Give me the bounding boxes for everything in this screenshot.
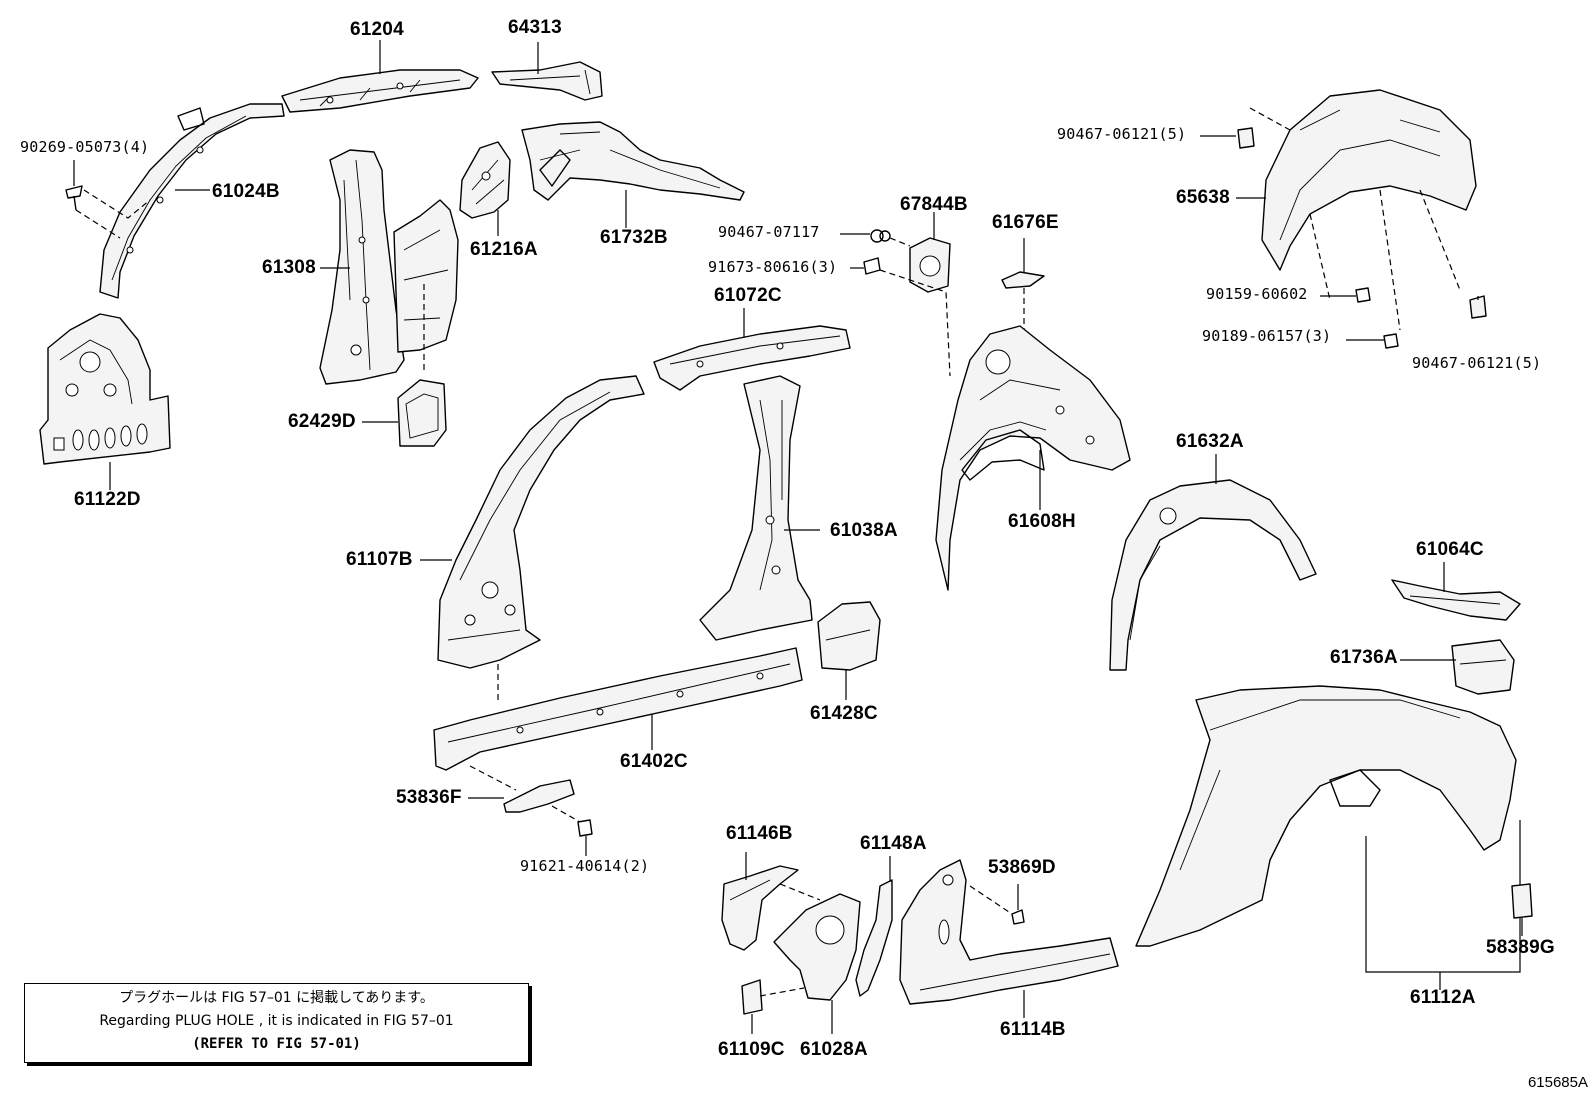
- label-90467-06121-bottom: 90467-06121(5): [1412, 354, 1542, 372]
- label-61216A: 61216A: [470, 239, 538, 260]
- part-61122D: [39, 313, 171, 490]
- label-61676E: 61676E: [992, 212, 1059, 233]
- part-61402C: [433, 647, 803, 771]
- part-61064C: [1391, 562, 1521, 621]
- label-61632A: 61632A: [1176, 431, 1244, 452]
- label-61038A: 61038A: [830, 520, 898, 541]
- label-61122D: 61122D: [74, 489, 141, 510]
- part-53869D: [969, 884, 1025, 925]
- label-61148A: 61148A: [860, 833, 927, 854]
- note-line-reference: (REFER TO FIG 57-01): [192, 1036, 361, 1052]
- label-91673-80616: 91673-80616(3): [708, 258, 838, 276]
- part-65638: [1236, 89, 1477, 331]
- label-61732B: 61732B: [600, 227, 668, 248]
- part-61608H: [935, 325, 1131, 591]
- label-61204: 61204: [350, 19, 404, 40]
- part-61732B: [521, 121, 745, 228]
- label-61109C: 61109C: [718, 1039, 785, 1060]
- part-61428C: [817, 601, 881, 700]
- part-61024B: [99, 103, 285, 299]
- part-61204: [281, 40, 479, 113]
- label-61028A: 61028A: [800, 1039, 868, 1060]
- label-90159-60602: 90159-60602: [1206, 285, 1308, 303]
- fasteners-65638: [1200, 127, 1487, 349]
- figure-id: 615685A: [1527, 1074, 1588, 1091]
- label-67844B: 67844B: [900, 194, 968, 215]
- label-58389G: 58389G: [1486, 937, 1555, 958]
- label-61402C: 61402C: [620, 751, 688, 772]
- note-line-english: Regarding PLUG HOLE , it is indicated in…: [99, 1013, 454, 1029]
- label-53869D: 53869D: [988, 857, 1056, 878]
- note-line-japanese: プラグホールは FIG 57–01 に掲載してあります。: [119, 990, 434, 1006]
- part-53836F: [468, 765, 593, 856]
- label-90467-06121-top: 90467-06121(5): [1057, 125, 1187, 143]
- part-61216A: [459, 141, 511, 236]
- part-64313: [491, 42, 603, 101]
- part-61148A: [855, 856, 893, 997]
- part-61112A: [1135, 685, 1521, 990]
- label-61107B: 61107B: [346, 549, 413, 570]
- part-61308: [319, 149, 459, 385]
- label-91621-40614: 91621-40614(2): [520, 857, 650, 875]
- label-61112A: 61112A: [1410, 987, 1476, 1008]
- label-61608H: 61608H: [1008, 511, 1076, 532]
- part-61109C: [741, 979, 805, 1034]
- fasteners-67844B: [840, 212, 951, 377]
- part-61736A: [1400, 639, 1515, 695]
- part-61107B: [420, 375, 645, 700]
- part-58389G: [1511, 883, 1533, 936]
- label-61146B: 61146B: [726, 823, 793, 844]
- part-61038A: [699, 375, 820, 641]
- part-62429D: [362, 379, 447, 447]
- part-61114B: [899, 859, 1119, 1018]
- label-61114B: 61114B: [1000, 1019, 1066, 1040]
- label-61072C: 61072C: [714, 285, 782, 306]
- label-65638: 65638: [1176, 187, 1230, 208]
- label-64313: 64313: [508, 17, 562, 38]
- label-90467-07117: 90467-07117: [718, 223, 820, 241]
- part-61072C: [653, 308, 851, 391]
- part-61632A: [1109, 454, 1317, 671]
- part-61146B: [721, 852, 821, 951]
- label-62429D: 62429D: [288, 411, 356, 432]
- label-61736A: 61736A: [1330, 647, 1398, 668]
- label-90189-06157: 90189-06157(3): [1202, 327, 1332, 345]
- label-53836F: 53836F: [396, 787, 462, 808]
- plug-hole-note: プラグホールは FIG 57–01 に掲載してあります。 Regarding P…: [24, 983, 529, 1063]
- label-61024B: 61024B: [212, 181, 280, 202]
- bolt-90269: [65, 160, 151, 239]
- label-61308: 61308: [262, 257, 316, 278]
- label-61064C: 61064C: [1416, 539, 1484, 560]
- part-61028A: [773, 893, 861, 1034]
- label-90269-05073: 90269-05073(4): [20, 138, 150, 156]
- label-61428C: 61428C: [810, 703, 878, 724]
